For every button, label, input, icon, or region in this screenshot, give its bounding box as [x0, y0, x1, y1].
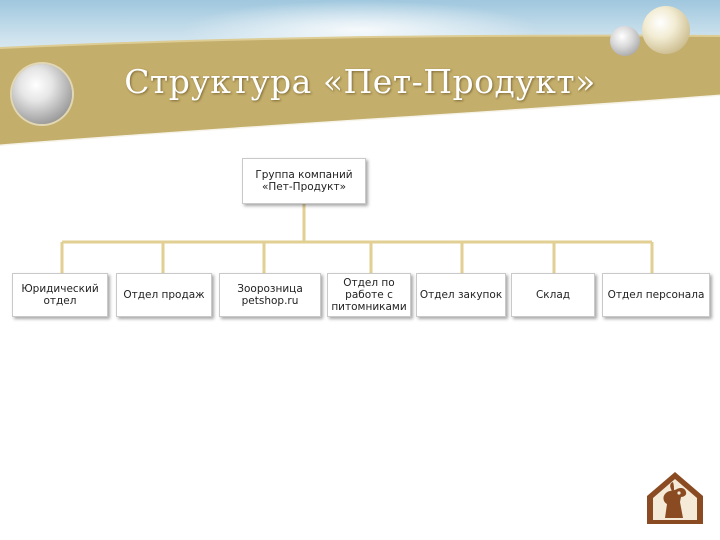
decorative-orb-small: [610, 26, 640, 56]
decorative-orb-left: [12, 64, 72, 124]
dept-box-purchasing: Отдел закупок: [416, 273, 506, 317]
header-band: [0, 34, 720, 148]
dept-box-hr: Отдел персонала: [602, 273, 710, 317]
org-root-box: Группа компаний «Пет-Продукт»: [242, 158, 366, 204]
dept-box-legal: Юридический отдел: [12, 273, 108, 317]
decorative-orb-big: [642, 6, 690, 54]
dog-head-logo-icon: [647, 472, 703, 524]
dept-box-sales: Отдел продаж: [116, 273, 212, 317]
dept-box-warehouse: Склад: [511, 273, 595, 317]
dept-box-kennels: Отдел по работе с питомниками: [327, 273, 411, 317]
slide-title: Структура «Пет-Продукт»: [124, 62, 596, 101]
dept-box-petshop: Зоорозница petshop.ru: [219, 273, 321, 317]
